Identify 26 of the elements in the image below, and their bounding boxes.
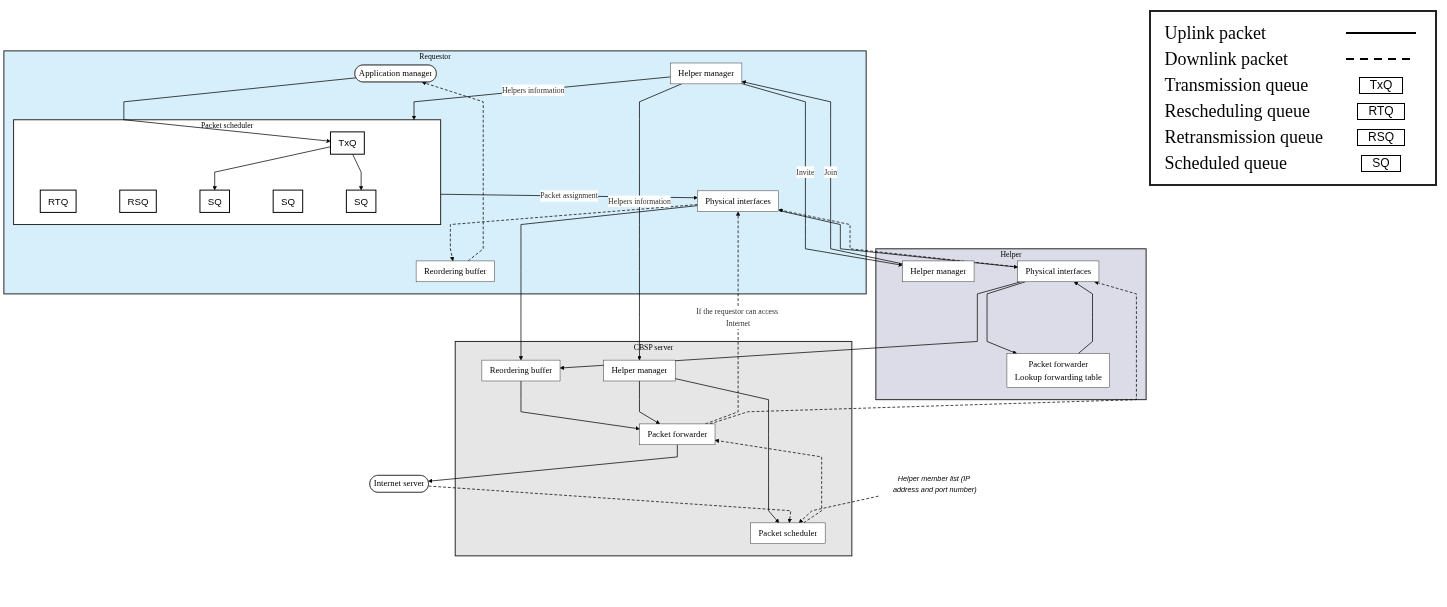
queue-sample: RSQ <box>1357 128 1405 146</box>
node-box: Helper manager <box>902 260 975 283</box>
queue-sample: SQ <box>1361 154 1401 172</box>
node-box: TxQ <box>329 131 365 155</box>
node-box: Packet forwarder <box>639 423 716 446</box>
legend-text: Rescheduling queue <box>1164 100 1310 122</box>
legend-text: Transmission queue <box>1164 74 1309 96</box>
node-box: Helper manager <box>670 62 743 85</box>
legend-text: Uplink packet <box>1164 22 1266 44</box>
node-box: Reordering buffer <box>481 360 561 382</box>
node-box: Reordering buffer <box>415 260 495 283</box>
node-box: SQ <box>345 189 377 214</box>
node-box: Physical interfaces <box>697 190 779 213</box>
node-box: SQ <box>199 189 230 214</box>
node-box: Physical interfaces <box>1017 260 1100 283</box>
legend-text: Downlink packet <box>1164 48 1288 70</box>
node-box: Packet scheduler <box>750 522 826 545</box>
legend-text: Scheduled queue <box>1164 152 1287 174</box>
queue-sample: RTQ <box>1357 102 1405 120</box>
queue-sample: TxQ <box>1358 76 1404 94</box>
legend-text: Retransmission queue <box>1164 126 1323 148</box>
node-box: RSQ <box>119 189 157 214</box>
node-box: Packet forwarder Lookup forwarding table <box>1006 353 1110 388</box>
node-box: Helper manager <box>603 360 676 382</box>
node-box: RTQ <box>39 189 77 214</box>
node-box: SQ <box>272 189 304 214</box>
